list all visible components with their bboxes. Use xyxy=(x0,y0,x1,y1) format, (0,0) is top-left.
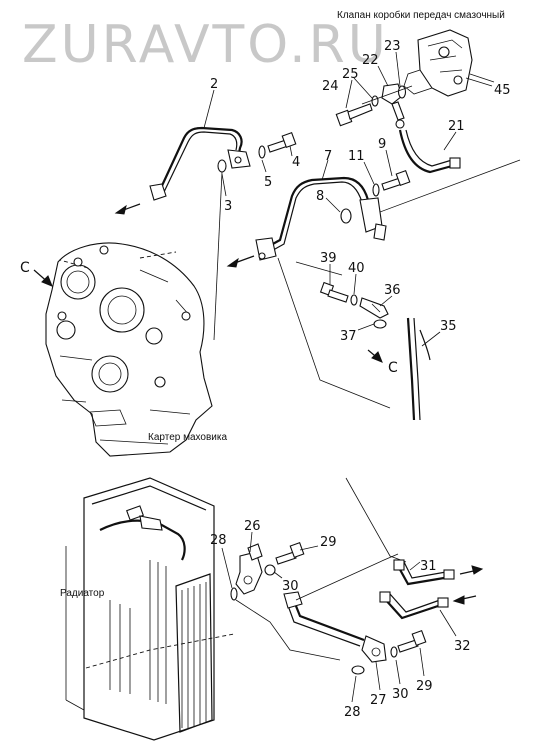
pipe-27 xyxy=(283,553,399,663)
fitting-26 xyxy=(235,543,263,595)
label-part-29-lower: 29 xyxy=(416,679,433,694)
bolt-29-upper xyxy=(275,541,305,565)
bolt-9 xyxy=(381,169,411,191)
arrow-left-icon xyxy=(114,203,141,215)
pipe-7 xyxy=(255,176,387,261)
view-c-right: C xyxy=(388,360,398,376)
label-part-28-upper: 28 xyxy=(210,533,227,548)
hose-32 xyxy=(379,591,449,620)
label-part-22: 22 xyxy=(362,53,379,68)
label-part-11: 11 xyxy=(348,149,365,164)
clamp-36 xyxy=(359,297,389,319)
valve-caption: Клапан коробки передач смазочный xyxy=(337,9,505,21)
label-part-27: 27 xyxy=(370,693,387,708)
radiator xyxy=(65,477,235,741)
label-part-31: 31 xyxy=(420,559,437,574)
bolt-29-lower xyxy=(397,629,427,653)
bolt-24 xyxy=(335,103,373,127)
label-part-37: 37 xyxy=(340,329,357,344)
flywheel-housing xyxy=(45,242,213,457)
view-c-left: C xyxy=(20,260,30,276)
pipe-35 xyxy=(406,317,431,421)
label-part-30-upper: 30 xyxy=(282,579,299,594)
view-arrow-icon xyxy=(367,349,383,363)
bolt-4 xyxy=(267,131,297,153)
washer-5 xyxy=(258,145,266,159)
label-part-39: 39 xyxy=(320,251,337,266)
oring-37 xyxy=(373,319,387,329)
label-part-8: 8 xyxy=(316,189,324,204)
label-part-35: 35 xyxy=(440,319,457,334)
label-part-40: 40 xyxy=(348,261,365,276)
radiator-caption: Радиатор xyxy=(60,588,105,599)
label-part-45: 45 xyxy=(494,83,511,98)
label-part-2: 2 xyxy=(210,77,218,92)
washer-40 xyxy=(350,294,358,306)
label-part-4: 4 xyxy=(292,155,300,170)
washer-25 xyxy=(371,95,379,107)
hose-21 xyxy=(398,129,461,174)
oring-8 xyxy=(340,208,352,224)
label-part-32: 32 xyxy=(454,639,471,654)
arrow-right-icon xyxy=(459,565,484,575)
flywheel-caption: Картер маховика xyxy=(148,432,227,443)
label-part-23: 23 xyxy=(384,39,401,54)
label-part-28-lower: 28 xyxy=(344,705,361,720)
label-part-21: 21 xyxy=(448,119,465,134)
label-part-9: 9 xyxy=(378,137,386,152)
oring-23 xyxy=(397,85,407,99)
label-part-3: 3 xyxy=(224,199,232,214)
bolt-39 xyxy=(319,281,349,303)
label-part-7: 7 xyxy=(324,149,332,164)
label-part-24: 24 xyxy=(322,79,339,94)
washer-30-upper xyxy=(264,564,276,576)
lubrication-valve xyxy=(403,29,473,97)
watermark-text: ZURAVTO.RU xyxy=(22,15,389,75)
arrow-left-icon xyxy=(452,595,477,605)
leader-lines xyxy=(203,51,495,703)
fitting-22 xyxy=(381,83,405,129)
arrow-left-icon xyxy=(226,255,255,268)
washer-30-lower xyxy=(390,646,398,658)
label-part-25: 25 xyxy=(342,67,359,82)
hose-31 xyxy=(393,559,455,586)
oring-28-upper xyxy=(230,587,238,601)
label-part-26: 26 xyxy=(244,519,261,534)
oring-3 xyxy=(217,159,227,173)
oring-28-lower xyxy=(351,665,365,675)
label-part-29-upper: 29 xyxy=(320,535,337,550)
label-part-36: 36 xyxy=(384,283,401,298)
washer-11 xyxy=(372,183,380,197)
label-part-30-lower: 30 xyxy=(392,687,409,702)
label-part-5: 5 xyxy=(264,175,272,190)
pipe-2 xyxy=(149,126,251,201)
